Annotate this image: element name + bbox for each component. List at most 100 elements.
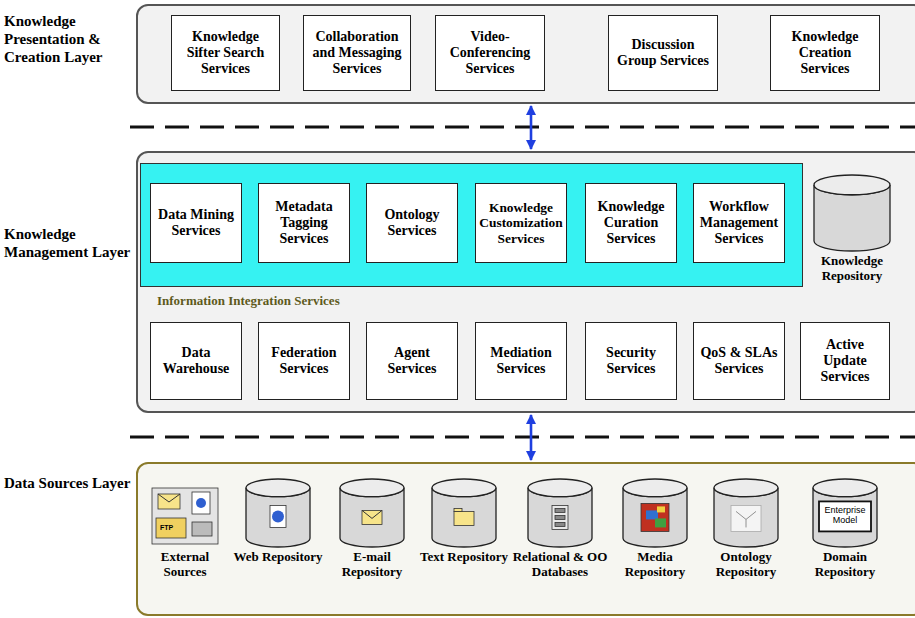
- repository-name: E-mail Repository: [323, 550, 421, 580]
- external-sources-icon: External Sources FTP: [142, 478, 228, 604]
- node-shape: [142, 478, 228, 548]
- service-box: Knowledge Creation Services: [770, 15, 880, 91]
- service-name: Metadata Tagging Services: [262, 199, 346, 247]
- service-box: Mediation Services: [475, 322, 567, 400]
- icon-part: [552, 505, 568, 529]
- repository-name: Knowledge Repository: [806, 254, 898, 284]
- service-box: Video- Conferencing Services: [435, 15, 545, 91]
- service-box: Metadata Tagging Services: [258, 183, 350, 263]
- node-shape: [612, 478, 698, 548]
- layer-link-arrow: [530, 106, 533, 149]
- data-source-cylinder: Web Repository: [235, 478, 321, 604]
- repository-cylinder: Knowledge Repository: [806, 174, 898, 306]
- service-name: Knowledge Customization Services: [479, 200, 563, 246]
- service-box: Ontology Services: [366, 183, 458, 263]
- layer-title: Knowledge Presentation & Creation Layer: [4, 12, 134, 66]
- service-name: Workflow Management Services: [697, 199, 781, 247]
- node-shape: [806, 174, 898, 252]
- data-source-cylinder: Enterprise ModelDomain Repository: [802, 478, 888, 604]
- layer-band: Data Mining Services Metadata Tagging Ser…: [136, 151, 915, 413]
- data-source-cylinder: Relational & OO Databases: [517, 478, 603, 604]
- icon-part: [731, 505, 761, 531]
- node-shape: [517, 478, 603, 548]
- repository-name: Relational & OO Databases: [511, 550, 609, 580]
- icon-part: [196, 498, 206, 508]
- icon-part: [152, 488, 218, 544]
- icon-part: [156, 518, 186, 538]
- data-source-cylinder: E-mail Repository: [329, 478, 415, 604]
- layer-link-arrow: [530, 415, 533, 460]
- icon-part: [655, 518, 666, 527]
- service-name: Knowledge Sifter Search Services: [175, 29, 276, 77]
- service-name: QoS & SLAs Services: [697, 345, 781, 377]
- service-name: Knowledge Curation Services: [589, 199, 673, 247]
- service-group-panel: Data Mining Services Metadata Tagging Ser…: [140, 163, 803, 287]
- icon-part: [454, 511, 474, 525]
- cylinder-top: [813, 479, 877, 497]
- service-name: Mediation Services: [479, 345, 563, 377]
- data-source-cylinder: Ontology Repository: [703, 478, 789, 604]
- icon-part: [555, 515, 565, 519]
- icon-part: [736, 511, 756, 527]
- cylinder-top: [340, 479, 404, 497]
- icon-part: [555, 508, 565, 512]
- repository-name: Domain Repository: [796, 550, 894, 580]
- model-caption: Enterprise Model: [821, 506, 869, 526]
- icon-part: [641, 503, 669, 531]
- cylinder-top: [246, 479, 310, 497]
- icon-part: [158, 494, 180, 502]
- node-shape: [703, 478, 789, 548]
- node-shape: [329, 478, 415, 548]
- icon-part: [192, 492, 210, 514]
- service-name: Data Mining Services: [154, 207, 238, 239]
- cylinder-top: [814, 175, 890, 195]
- data-source-cylinder: Text Repository: [421, 478, 507, 604]
- icon-part: [646, 510, 658, 519]
- service-box: Workflow Management Services: [693, 183, 785, 263]
- layer-band: External Sources FTP Web RepositoryE-mail …: [136, 462, 915, 616]
- layer-title: Knowledge Management Layer: [4, 225, 134, 261]
- service-box: Collaboration and Messaging Services: [303, 15, 411, 91]
- service-name: Federation Services: [262, 345, 346, 377]
- cylinder-top: [623, 479, 687, 497]
- cylinder-top: [714, 479, 778, 497]
- layer-band: Knowledge Sifter Search Services Collabor…: [136, 4, 915, 104]
- data-source-cylinder: Media Repository: [612, 478, 698, 604]
- service-name: Security Services: [589, 345, 673, 377]
- icon-text: FTP: [160, 524, 173, 531]
- node-shape: [235, 478, 321, 548]
- icon-part: [454, 508, 462, 511]
- layer-divider: [130, 126, 915, 129]
- icon-part: [362, 510, 382, 524]
- layer-title: Data Sources Layer: [4, 474, 134, 492]
- icon-part: [270, 505, 286, 527]
- service-name: Active Update Services: [804, 337, 886, 385]
- repository-name: Media Repository: [606, 550, 704, 580]
- icon-part: [158, 494, 180, 509]
- service-name: Discussion Group Services: [612, 37, 714, 69]
- service-box: Federation Services: [258, 322, 350, 400]
- icon-part: [362, 510, 382, 518]
- service-box: Security Services: [585, 322, 677, 400]
- icon-part: [819, 501, 871, 531]
- service-name: Video- Conferencing Services: [439, 29, 541, 77]
- repository-name: Web Repository: [229, 550, 327, 565]
- layer-divider: [130, 436, 915, 439]
- service-box: Discussion Group Services: [608, 15, 718, 91]
- service-name: Agent Services: [370, 345, 454, 377]
- repository-name: External Sources: [139, 550, 231, 580]
- icon-part: [272, 510, 284, 522]
- repository-name: Ontology Repository: [697, 550, 795, 580]
- service-name: Collaboration and Messaging Services: [307, 29, 407, 77]
- service-box: Active Update Services: [800, 322, 890, 400]
- repository-name: Text Repository: [415, 550, 513, 565]
- service-name: Data Warehouse: [154, 345, 238, 377]
- service-name: Ontology Services: [370, 207, 454, 239]
- service-box: Agent Services: [366, 322, 458, 400]
- service-box: QoS & SLAs Services: [693, 322, 785, 400]
- service-box: Knowledge Curation Services: [585, 183, 677, 263]
- icon-part: [657, 506, 665, 512]
- service-box: Knowledge Customization Services: [475, 183, 567, 263]
- node-shape: [421, 478, 507, 548]
- service-box: Data Mining Services: [150, 183, 242, 263]
